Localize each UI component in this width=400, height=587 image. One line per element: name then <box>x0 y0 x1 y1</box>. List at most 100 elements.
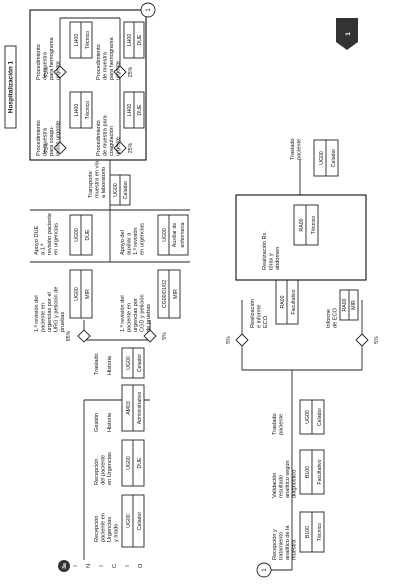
svg-text:RA00: RA00 <box>280 295 286 308</box>
svg-text:LH00: LH00 <box>74 34 80 47</box>
step-apoyo-auxiliar: Apoyo del auxiliar a 1.ª revisión en urg… <box>120 223 146 255</box>
title-box: Hospitalización 1 <box>4 45 17 129</box>
svg-text:DUE: DUE <box>85 229 91 240</box>
svg-text:UG00: UG00 <box>126 456 132 470</box>
svg-text:Técnico: Técnico <box>311 216 317 234</box>
svg-text:RA00: RA00 <box>342 298 348 311</box>
svg-text:1: 1 <box>261 568 268 572</box>
svg-text:25%: 25% <box>128 142 134 153</box>
svg-text:Técnico: Técnico <box>317 523 323 541</box>
svg-text:Celador: Celador <box>317 408 323 426</box>
step-traslado: Traslado <box>94 353 100 375</box>
svg-text:Facultativo: Facultativo <box>317 459 323 484</box>
svg-text:Auxiliar de: Auxiliar de <box>172 223 178 247</box>
svg-text:LH00: LH00 <box>127 104 133 117</box>
proc-hemograma-tecnico: Procedimiento de muestra para hemograma … <box>36 36 62 80</box>
svg-text:5%: 5% <box>162 332 168 340</box>
inicio-letter-5: I <box>125 565 131 567</box>
svg-text:enfermería: enfermería <box>180 222 186 247</box>
step-informe-eco: Informe de ECO <box>326 307 339 328</box>
proc-coagulacion-tecnico: Procedimiento de muestra para coagu- lac… <box>36 119 62 156</box>
svg-text:B100: B100 <box>305 466 311 478</box>
procedure-frame: 1 75% 75% 25% 25% Procedimiento de muest… <box>29 2 156 161</box>
diamond-eco-bottom <box>355 333 369 347</box>
diamond-75-b <box>53 141 67 155</box>
step-gestion: Gestión <box>94 413 100 432</box>
diamond-25-b <box>113 141 127 155</box>
svg-text:LH00: LH00 <box>127 34 133 47</box>
inicio-letter-3: I <box>99 565 105 567</box>
svg-text:Administrativo: Administrativo <box>137 392 143 425</box>
start-circle-icon <box>58 560 70 572</box>
corner-marker-label: 1 <box>345 32 352 36</box>
inicio-letter-1: I <box>73 565 79 567</box>
svg-text:Técnico: Técnico <box>85 31 91 49</box>
step-revision-cgd: 1.ª revisión del paciente en urgencias p… <box>119 293 152 332</box>
step-recepcion-tratamiento: Recepción y tratamiento analítico de la … <box>272 524 298 560</box>
svg-text:95%: 95% <box>66 330 72 341</box>
step-traslado-historia: Historia <box>107 355 113 375</box>
step-validacion: Validación resultado analítico según dia… <box>272 459 298 498</box>
step-gestion-historia: Historia <box>107 412 113 432</box>
svg-text:Celador: Celador <box>137 512 143 530</box>
proc-coagulacion-due: Procedimiento de muestra para coagulació… <box>96 114 122 156</box>
proc-hemograma-due: Procedimiento de muestra para hemograma … <box>96 36 122 80</box>
svg-text:5%: 5% <box>226 336 232 344</box>
svg-text:UG00: UG00 <box>74 228 80 242</box>
step-realizacion-eco: Realización e informe ECO <box>250 298 269 328</box>
svg-text:75%: 75% <box>44 66 50 77</box>
svg-text:Técnico: Técnico <box>85 101 91 119</box>
inicio-letter-4: C <box>112 564 118 568</box>
svg-text:MIR: MIR <box>173 289 179 299</box>
step-revision-urg: 1.ª revisión del paciente en urgencias p… <box>33 285 66 332</box>
svg-text:LH00: LH00 <box>74 104 80 117</box>
svg-text:5%: 5% <box>374 336 380 344</box>
svg-text:DUE: DUE <box>137 34 143 45</box>
start-icon-label: 3a <box>62 563 68 569</box>
svg-text:B100: B100 <box>305 526 311 538</box>
svg-text:DUE: DUE <box>137 457 143 468</box>
step-apoyo-due: Apoyo DUE a 1.ª revisión paciente en urg… <box>34 211 60 255</box>
decision-diamond-95 <box>77 329 91 343</box>
svg-text:Celador: Celador <box>331 149 337 167</box>
top-row-flow: Recepción paciente en Urgencias y triado… <box>83 347 150 560</box>
svg-text:MIR: MIR <box>351 300 357 310</box>
svg-text:75%: 75% <box>44 142 50 153</box>
svg-text:RA00: RA00 <box>299 218 305 231</box>
inicio-letter-6: O <box>138 563 144 568</box>
svg-text:UG00: UG00 <box>319 151 325 165</box>
diamond-eco-top <box>235 333 249 347</box>
svg-text:UG00: UG00 <box>126 356 132 370</box>
mid-row-flow: 95% 5% 1.ª revisión del paciente en urge… <box>30 159 190 343</box>
decision-diamond-5 <box>143 329 157 343</box>
svg-text:AM03: AM03 <box>126 401 132 415</box>
svg-text:Facultativo: Facultativo <box>291 289 297 314</box>
inicio-letter-2: N <box>86 564 92 568</box>
svg-text:UG00: UG00 <box>305 410 311 424</box>
connector-circle-1-top <box>140 2 156 18</box>
svg-text:DUE: DUE <box>137 104 143 115</box>
inicio-start: 3a I N I C I O <box>58 560 144 572</box>
step-traslado-paciente-2: Traslado paciente <box>290 137 303 160</box>
step-realizacion-rx: Realización Rx. tórax y abdomen <box>262 230 281 270</box>
svg-text:UG00: UG00 <box>126 514 132 528</box>
svg-text:UG00: UG00 <box>74 287 80 301</box>
page-title: Hospitalización 1 <box>8 60 15 113</box>
svg-text:Celador: Celador <box>123 181 129 199</box>
step-recepcion-urgencias: Recepción del paciente en Urgencias <box>94 452 113 485</box>
step-recepcion-triado: Recepción paciente en Urgencias y triado <box>94 512 120 543</box>
corner-marker: 1 <box>336 18 358 50</box>
svg-text:UG00: UG00 <box>113 183 119 197</box>
step-transporte-muestra: Transporte muestra en vía a laboratorio <box>88 159 107 198</box>
resource-box-apoyo-auxiliar <box>157 214 189 256</box>
svg-text:MIR: MIR <box>85 289 91 299</box>
step-traslado-paciente-1: Traslado paciente <box>272 412 285 435</box>
svg-text:CG00/01/02: CG00/01/02 <box>162 280 168 308</box>
svg-text:UG00: UG00 <box>162 228 168 242</box>
svg-text:1: 1 <box>145 8 152 12</box>
svg-text:Celador: Celador <box>137 354 143 372</box>
svg-text:25%: 25% <box>128 66 134 77</box>
bottom-row-flow: 1 Recepción y tratamiento analítico de l… <box>226 137 380 578</box>
